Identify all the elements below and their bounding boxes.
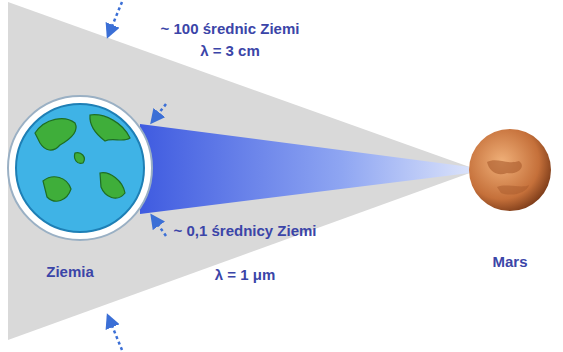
beam-label: ~ 0,1 średnicy Ziemi bbox=[170, 220, 320, 242]
mars-planet bbox=[467, 127, 553, 213]
planet-earth: Ziemia bbox=[5, 93, 155, 243]
dotted-arrow bbox=[152, 216, 166, 236]
dotted-arrow bbox=[152, 104, 166, 122]
beam-label: λ = 1 μm bbox=[180, 264, 310, 286]
dotted-arrow bbox=[108, 316, 122, 350]
beam-label: λ = 3 cm bbox=[170, 40, 290, 62]
narrow-beam bbox=[140, 124, 478, 214]
planet-mars: Mars bbox=[467, 127, 553, 213]
wide-beam bbox=[8, 2, 478, 340]
beam-label: ~ 100 średnic Ziemi bbox=[135, 18, 325, 40]
earth-globe bbox=[5, 93, 155, 243]
planet-label: Ziemia bbox=[0, 261, 145, 283]
dotted-arrow bbox=[108, 2, 122, 36]
planet-label: Mars bbox=[457, 251, 563, 273]
